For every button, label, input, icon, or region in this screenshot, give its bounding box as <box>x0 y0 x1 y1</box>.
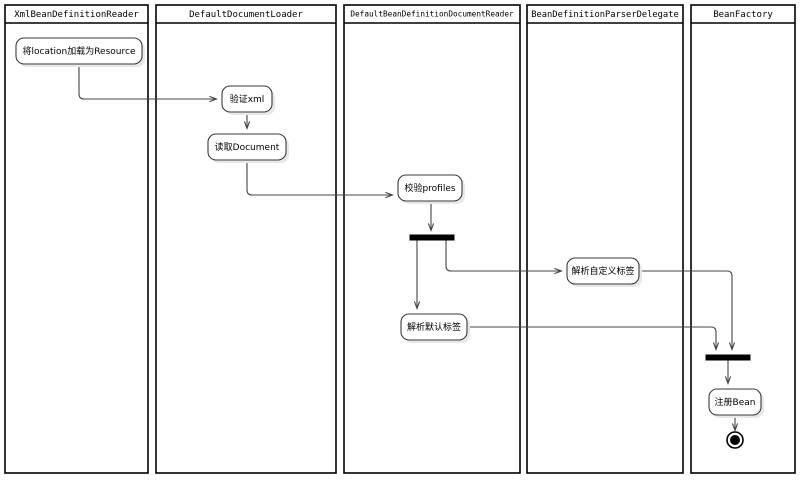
node-label: 注册Bean <box>715 396 756 408</box>
swimlane-title: DefaultBeanDefinitionDocumentReader <box>350 10 514 19</box>
swimlane-title: DefaultDocumentLoader <box>189 10 303 20</box>
edge-node-read-document-to-node-check-profiles <box>246 160 392 195</box>
node-box[interactable] <box>221 85 273 113</box>
final-state-dot <box>730 435 740 445</box>
swimlane-title: XmlBeanDefinitionReader <box>14 10 139 20</box>
node-label: 将location加载为Resource <box>23 45 136 57</box>
swimlane-title: BeanFactory <box>713 10 773 20</box>
edge-fork-bar-to-node-parse-custom-tag <box>445 240 561 271</box>
swimlane-body <box>690 4 796 474</box>
node-box[interactable] <box>15 37 143 65</box>
activity-node[interactable]: 解析自定义标签 <box>566 257 642 287</box>
fork-bar-shape <box>409 234 455 241</box>
edge-node-load-location-to-node-validate-xml <box>78 64 216 99</box>
swimlane-2: DefaultDocumentLoader <box>155 4 337 474</box>
activity-nodes: 将location加载为Resource 验证xml 读取Document 校验pro… <box>15 37 764 449</box>
swimlane-1: XmlBeanDefinitionReader <box>4 4 149 474</box>
final-state-node <box>726 431 744 449</box>
activity-node[interactable]: 验证xml <box>221 85 275 115</box>
flow-edges <box>78 64 735 430</box>
node-label: 验证xml <box>230 93 265 105</box>
swimlane-body <box>4 4 149 474</box>
node-box[interactable] <box>708 388 762 416</box>
fork-bar <box>409 234 455 241</box>
node-label: 解析自定义标签 <box>571 265 634 277</box>
edge-node-parse-default-tag-to-join-bar <box>467 326 716 349</box>
node-label: 校验profiles <box>404 182 455 194</box>
activity-node[interactable]: 注册Bean <box>708 388 764 418</box>
node-box[interactable] <box>400 313 468 341</box>
join-bar <box>705 354 751 361</box>
activity-node[interactable]: 校验profiles <box>397 174 465 204</box>
join-bar-shape <box>705 354 751 361</box>
activity-node[interactable]: 将location加载为Resource <box>15 37 145 67</box>
swimlane-5: BeanFactory <box>690 4 796 474</box>
node-box[interactable] <box>566 257 640 285</box>
swimlane-4: BeanDefinitionParserDelegate <box>526 4 684 474</box>
node-box[interactable] <box>207 133 287 161</box>
node-box[interactable] <box>397 174 463 202</box>
swimlane-title: BeanDefinitionParserDelegate <box>531 10 679 20</box>
swimlane-body <box>155 4 337 474</box>
node-label: 解析默认标签 <box>407 321 461 333</box>
swimlane-body <box>526 4 684 474</box>
swimlanes: XmlBeanDefinitionReader DefaultDocumentLo… <box>4 4 796 474</box>
node-label: 读取Document <box>215 141 280 153</box>
activity-node[interactable]: 解析默认标签 <box>400 313 470 343</box>
edge-node-parse-custom-tag-to-join-bar <box>639 270 732 349</box>
activity-node[interactable]: 读取Document <box>207 133 289 163</box>
